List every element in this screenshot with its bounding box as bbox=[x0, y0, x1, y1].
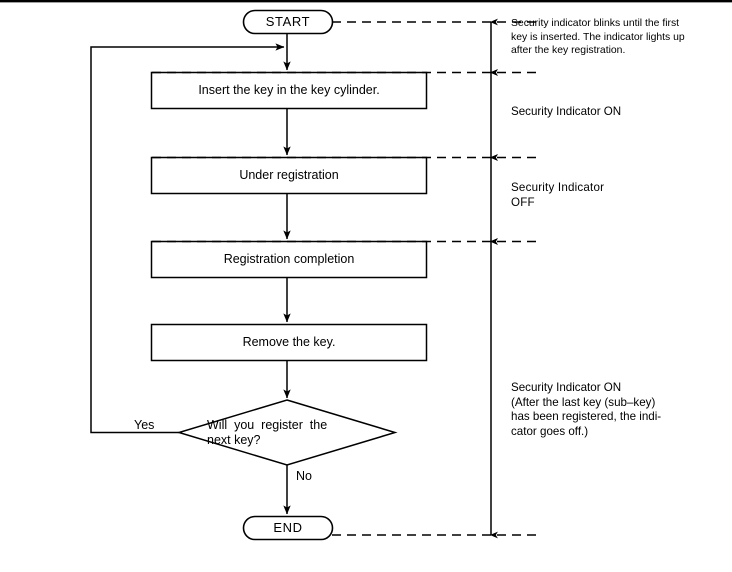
annotation-indicator-off: Security Indicator OFF bbox=[511, 181, 605, 209]
decision-node bbox=[176, 399, 398, 466]
annotation-indicator-on-1: Security Indicator ON bbox=[511, 105, 622, 118]
insert-key-node bbox=[150, 71, 428, 110]
under-registration-node bbox=[150, 156, 428, 195]
end-node bbox=[242, 515, 334, 541]
edge-label-yes: Yes bbox=[134, 418, 155, 432]
start-node bbox=[242, 9, 334, 35]
edge-yes-feedback bbox=[90, 43, 285, 434]
remove-key-node bbox=[150, 323, 428, 362]
annotation-blink-note: Security indicator blinks until the firs… bbox=[511, 18, 685, 57]
annotation-indicator-on-2: Security Indicator ON (After the last ke… bbox=[511, 381, 662, 438]
edge-label-no: No bbox=[296, 469, 312, 483]
registration-completion-node bbox=[150, 240, 428, 279]
